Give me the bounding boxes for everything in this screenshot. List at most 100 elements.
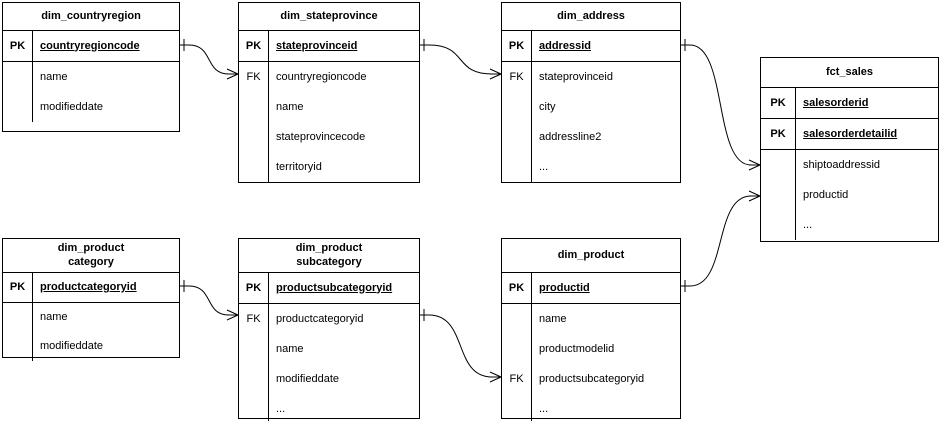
crowsfoot-prong: [227, 69, 238, 74]
field-name: addressline2: [539, 131, 602, 143]
field-name: salesorderid: [803, 97, 869, 109]
field-row-fct_sales--[interactable]: ...: [761, 210, 938, 240]
field-name: ...: [803, 219, 813, 231]
relationship-rel-stateprovince-address[interactable]: [420, 39, 501, 79]
key-column-divider: [531, 62, 532, 182]
field-name: name: [40, 71, 68, 83]
key-column-divider: [531, 273, 532, 303]
field-row-dim_product--[interactable]: ...: [502, 394, 680, 421]
field-row-dim_countryregion-countryregioncode[interactable]: PK countryregioncode: [3, 31, 179, 61]
key-column-divider: [795, 150, 796, 240]
field-row-fct_sales-shiptoaddressid[interactable]: shiptoaddressid: [761, 150, 938, 180]
field-row-dim_stateprovince-countryregioncode[interactable]: FK countryregioncode: [239, 62, 419, 92]
entity-title-dim_productsubcategory: dim_product subcategory: [239, 239, 419, 273]
relationship-rel-product-sales[interactable]: [681, 191, 760, 292]
field-row-dim_productsubcategory-name[interactable]: name: [239, 334, 419, 364]
key-column-divider: [32, 273, 33, 302]
key-column-divider: [268, 31, 269, 61]
field-name: ...: [539, 161, 549, 173]
field-row-dim_address-addressline2[interactable]: addressline2: [502, 122, 680, 152]
entity-title-fct_sales: fct_sales: [761, 58, 938, 88]
key-badge: PK: [245, 39, 262, 52]
crowsfoot-prong: [490, 74, 501, 79]
field-row-fct_sales-productid[interactable]: productid: [761, 180, 938, 210]
field-name: modifieddate: [40, 101, 103, 113]
field-name: modifieddate: [276, 373, 339, 385]
field-group: PK countryregioncode: [3, 31, 179, 62]
field-row-dim_address--[interactable]: ...: [502, 152, 680, 182]
field-name: name: [276, 343, 304, 355]
field-row-dim_product-name[interactable]: name: [502, 304, 680, 334]
relationship-rel-countryregion-stateprovince[interactable]: [180, 39, 238, 79]
key-column-divider: [268, 62, 269, 182]
field-row-dim_stateprovince-territoryid[interactable]: territoryid: [239, 152, 419, 182]
field-name: countryregioncode: [40, 40, 140, 52]
key-badge: PK: [770, 127, 786, 140]
field-name: addressid: [539, 40, 591, 52]
field-row-dim_productcategory-modifieddate[interactable]: modifieddate: [3, 332, 179, 361]
key-badge: FK: [246, 70, 261, 83]
field-row-dim_stateprovince-stateprovincecode[interactable]: stateprovincecode: [239, 122, 419, 152]
field-name: countryregioncode: [276, 71, 367, 83]
field-row-dim_countryregion-modifieddate[interactable]: modifieddate: [3, 92, 179, 122]
field-row-dim_productsubcategory--[interactable]: ...: [239, 394, 419, 421]
field-row-dim_countryregion-name[interactable]: name: [3, 62, 179, 92]
field-row-dim_productcategory-name[interactable]: name: [3, 303, 179, 332]
key-badge: FK: [509, 70, 524, 83]
field-name: stateprovinceid: [276, 40, 358, 52]
crowsfoot-prong: [749, 165, 760, 170]
key-column-divider: [32, 31, 33, 61]
field-name: productsubcategoryid: [276, 282, 393, 294]
relationship-rel-productcategory-subcategory[interactable]: [180, 280, 238, 320]
field-group: name modifieddate: [3, 303, 179, 361]
crowsfoot-prong: [749, 160, 760, 165]
key-column-divider: [32, 303, 33, 361]
crowsfoot-prong: [227, 74, 238, 79]
key-badge: PK: [9, 39, 26, 52]
key-badge: PK: [9, 281, 26, 293]
field-name: ...: [276, 403, 286, 415]
field-name: name: [40, 312, 68, 323]
entity-title-dim_productcategory: dim_product category: [3, 239, 179, 273]
field-row-dim_product-productsubcategoryid[interactable]: FK productsubcategoryid: [502, 364, 680, 394]
crowsfoot-prong: [227, 315, 238, 320]
key-badge: FK: [246, 312, 261, 325]
field-name: name: [539, 313, 567, 325]
field-row-dim_product-productmodelid[interactable]: productmodelid: [502, 334, 680, 364]
field-name: productsubcategoryid: [539, 373, 645, 385]
crowsfoot-prong: [749, 191, 760, 196]
field-row-dim_address-city[interactable]: city: [502, 92, 680, 122]
key-badge: FK: [509, 372, 524, 385]
field-row-dim_productsubcategory-modifieddate[interactable]: modifieddate: [239, 364, 419, 394]
key-column-divider: [795, 88, 796, 118]
key-column-divider: [795, 119, 796, 149]
relationship-rel-address-sales[interactable]: [681, 39, 760, 170]
field-row-dim_stateprovince-stateprovinceid[interactable]: PK stateprovinceid: [239, 31, 419, 61]
field-row-dim_stateprovince-name[interactable]: name: [239, 92, 419, 122]
relationship-rel-subcategory-product[interactable]: [420, 309, 501, 382]
relationship-line: [681, 196, 760, 286]
